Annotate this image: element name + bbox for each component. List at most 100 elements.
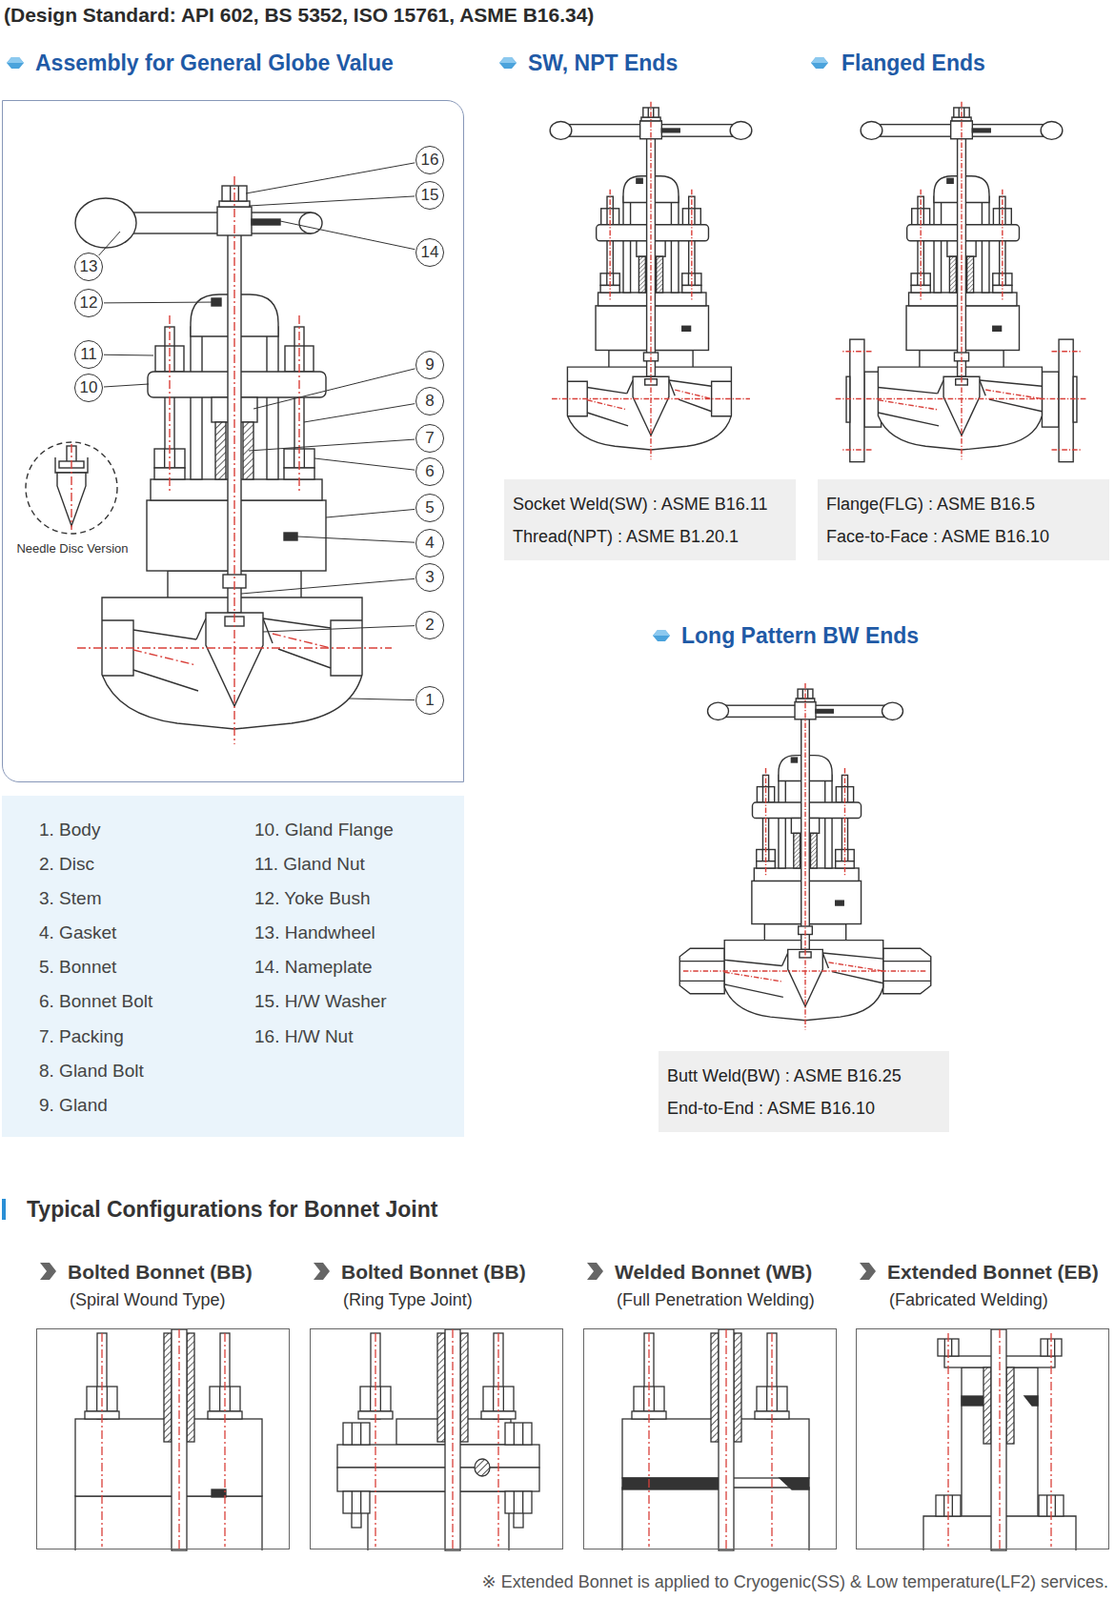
list-box: 1. Body2. Disc3. Stem4. Gasket5. Bonnet6… <box>1 795 465 1137</box>
yoke-bush <box>947 178 953 183</box>
callout-number: 3 <box>425 567 434 588</box>
leader-line <box>280 221 415 250</box>
part-name: 16. H/W Nut <box>254 1019 465 1055</box>
heading-icon <box>810 57 829 69</box>
port-centerline <box>674 389 711 399</box>
gland-nut-face <box>693 208 695 225</box>
callout-circle: 12 <box>74 288 103 318</box>
bolt-centerline <box>223 1333 225 1547</box>
nut-face <box>229 1386 231 1412</box>
gland-nut-face <box>762 787 764 803</box>
callout-number: 5 <box>425 498 434 518</box>
detail-centerline <box>70 444 72 530</box>
handwheel-nut-face <box>807 689 809 699</box>
part-name: 13. Handwheel <box>254 915 465 951</box>
yoke-arm <box>778 774 786 869</box>
bonnet-bolt-nut-face <box>694 273 696 286</box>
bolt-hole-centerline <box>841 448 872 450</box>
node-text: Flange(FLG) : ASME B16.5 <box>826 487 1035 521</box>
bonnet-bolt-nut-face <box>606 273 608 286</box>
callout-number: 1 <box>425 690 434 710</box>
centerline <box>551 398 751 400</box>
packing <box>163 1333 172 1442</box>
valve-body <box>567 366 731 450</box>
bolt-centerline <box>947 1333 949 1547</box>
bolt-centerline <box>374 1333 376 1547</box>
node-text: Bolted Bonnet (BB) <box>67 1259 253 1284</box>
handwheel-nut-face <box>229 185 231 202</box>
handwheel-nut-face <box>238 185 240 202</box>
callout-circle: 14 <box>415 238 445 267</box>
part-name: 14. Nameplate <box>254 950 465 985</box>
part-name: 15. H/W Washer <box>254 984 465 1019</box>
part-name: 7. Packing <box>39 1019 255 1055</box>
globe-valve-sw-npt <box>549 101 752 460</box>
gland-nut-face <box>612 208 614 225</box>
nut-face <box>766 1386 768 1412</box>
gland-nut-face <box>923 208 925 225</box>
callout-number: 9 <box>425 355 434 375</box>
nameplate <box>972 128 991 133</box>
gland-nut-face <box>163 345 165 372</box>
gland-nut-face <box>303 345 305 372</box>
handwheel-grip <box>549 121 572 140</box>
yoke-arm <box>825 774 832 869</box>
part-name: 12. Yoke Bush <box>254 881 465 916</box>
part-name: 9. Gland <box>39 1088 255 1123</box>
gland-nut-face <box>173 345 175 372</box>
nut-face <box>503 1386 505 1412</box>
callout-circle: 7 <box>415 424 445 453</box>
packing <box>437 1333 446 1442</box>
nut-face <box>96 1386 98 1412</box>
bonnet-bolt-nut-face <box>768 849 770 861</box>
ring-joint-gasket <box>474 1459 490 1477</box>
flange-nut-face <box>360 1422 362 1445</box>
bonnet-bolt-nut-face <box>304 448 305 468</box>
flange-nut <box>343 1422 370 1445</box>
callout-number: 6 <box>425 462 434 482</box>
callout-circle: 9 <box>415 350 445 380</box>
bonnet-bolt-nut-face <box>847 849 849 861</box>
page-title-holder: (Design Standard: API 602, BS 5352, ISO … <box>3 2 594 28</box>
port-centerline <box>828 962 883 972</box>
yoke-arm <box>981 196 990 293</box>
handwheel-nut-face <box>652 107 654 118</box>
node-text: Socket Weld(SW) : ASME B16.11 <box>512 487 768 521</box>
section-heading-holder: Long Pattern BW Ends <box>681 621 919 650</box>
stem <box>445 1329 461 1551</box>
valve-body <box>877 366 1042 450</box>
bolt-centerline <box>298 315 300 491</box>
centerline <box>960 101 962 460</box>
stem <box>991 1329 1007 1551</box>
bonnet-bolt-nut-face <box>174 448 176 468</box>
centerline <box>804 683 806 1031</box>
node-text: (Ring Type Joint) <box>343 1289 473 1311</box>
handwheel-grip <box>882 702 904 720</box>
globe-valve-flanged <box>835 101 1089 463</box>
bolt-centerline <box>844 768 846 875</box>
nut-face <box>643 1386 645 1412</box>
bolt-centerline <box>919 189 921 301</box>
bonnet-nut-face <box>1046 1495 1048 1517</box>
nameplate <box>661 128 680 133</box>
heading-icon-shine <box>810 57 829 63</box>
yoke-bush <box>790 757 797 763</box>
bolt-centerline <box>497 1333 499 1547</box>
bonnet-bolt-nut-face <box>688 273 690 286</box>
callout-number: 14 <box>421 243 440 263</box>
node-text: Butt Weld(BW) : ASME B16.25 <box>667 1059 902 1093</box>
callout-circle: 3 <box>415 563 445 592</box>
bonnet-bolt-nut-face <box>923 273 925 286</box>
flange-nut-face <box>351 1422 353 1445</box>
packing <box>733 1333 742 1442</box>
flange-nut <box>505 1491 532 1514</box>
gland-nut-face <box>1004 208 1006 225</box>
flange-nut-face <box>513 1422 515 1445</box>
gland-nut-face <box>944 1338 946 1357</box>
valve-body <box>101 597 363 730</box>
centerline <box>233 176 235 745</box>
stem-centerline <box>451 1329 453 1551</box>
handwheel-nut-face <box>648 107 649 118</box>
section-heading-holder: Flanged Ends <box>841 48 986 78</box>
node-text: Extended Bonnet (EB) <box>887 1259 1099 1284</box>
